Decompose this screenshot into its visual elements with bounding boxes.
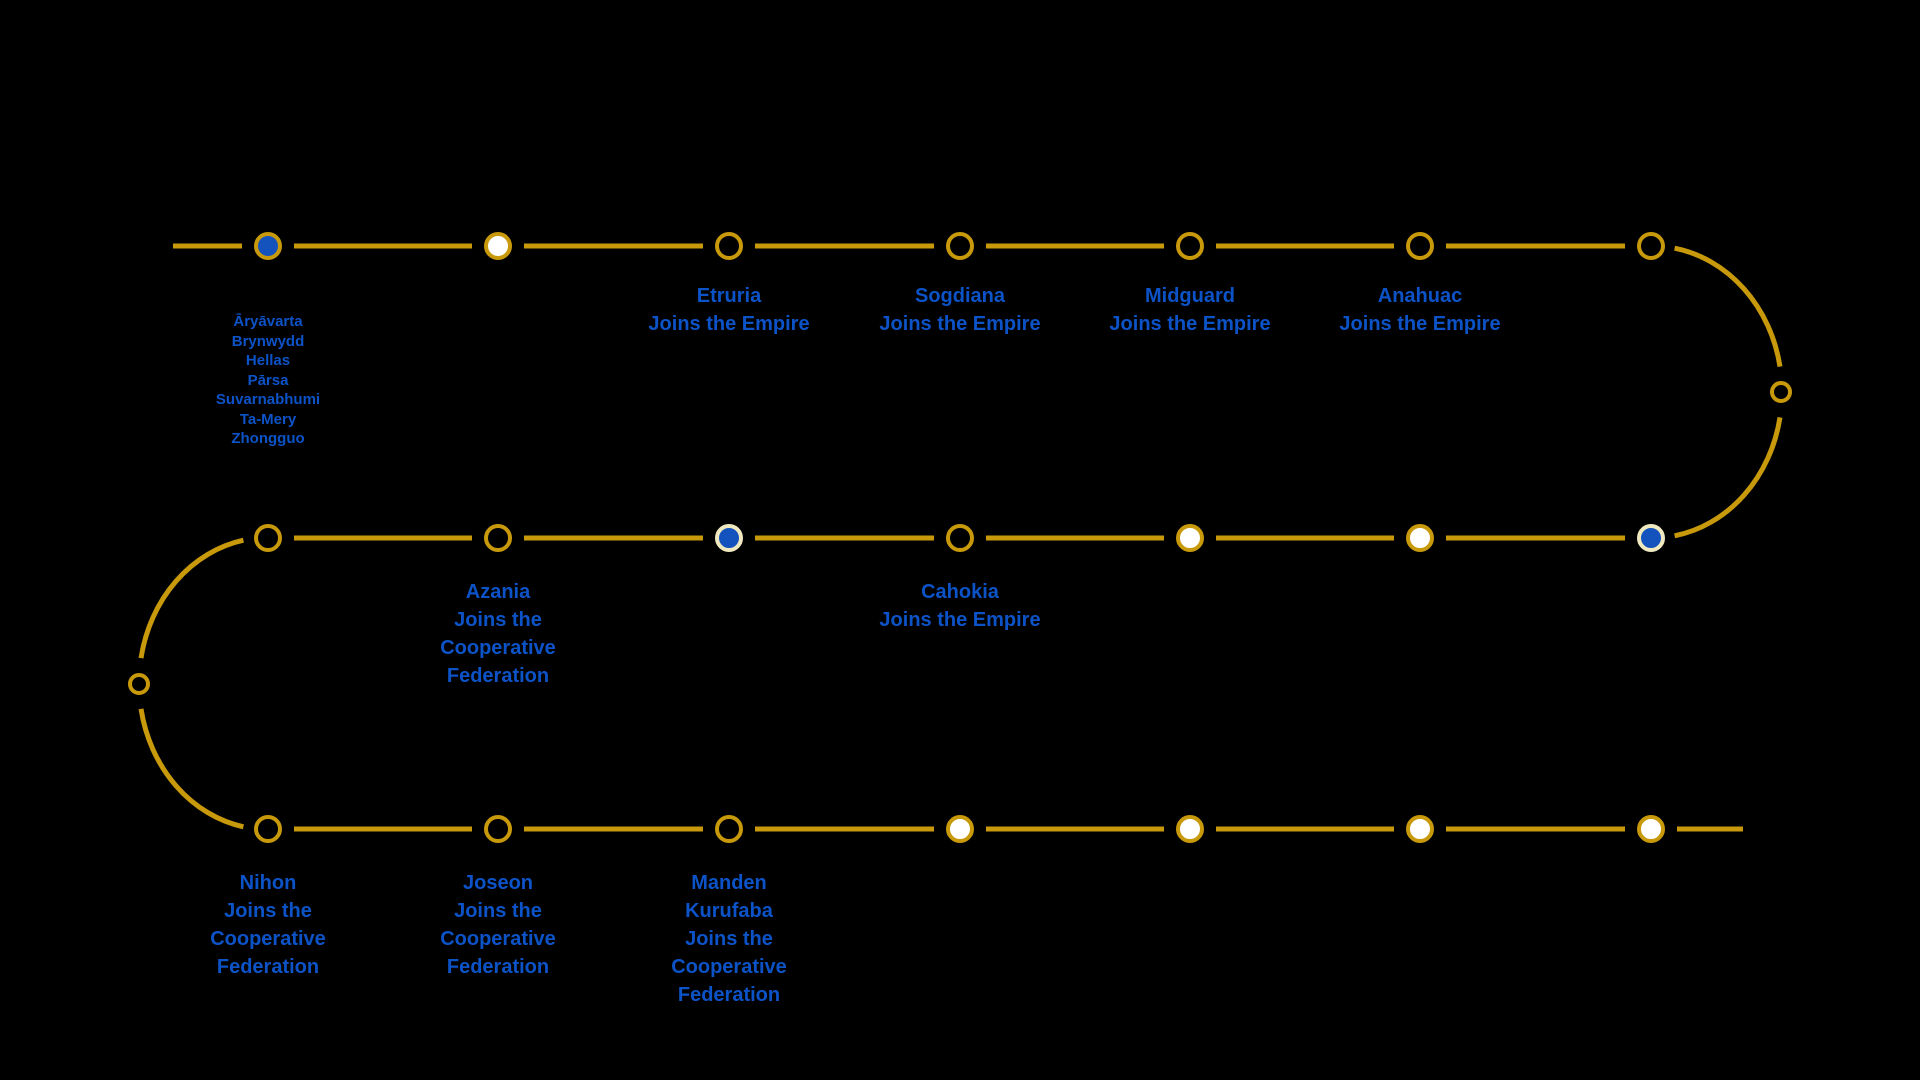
node-r3-c5[interactable] <box>1176 815 1204 843</box>
node-r2-c4-cahokia[interactable] <box>946 524 974 552</box>
node-r2-c2-azania[interactable] <box>484 524 512 552</box>
node-r1-c2[interactable] <box>484 232 512 260</box>
event-label-midguard: Midguard Joins the Empire <box>1109 285 1271 335</box>
node-r1-c3-etruria[interactable] <box>715 232 743 260</box>
node-r3-c6[interactable] <box>1406 815 1434 843</box>
event-label-joseon: Joseon Joins the Cooperative Federation <box>440 872 556 978</box>
node-r2-c1[interactable] <box>254 524 282 552</box>
event-label-azania: Azania Joins the Cooperative Federation <box>440 581 556 687</box>
node-r2-c3[interactable] <box>715 524 743 552</box>
node-r2-c5[interactable] <box>1176 524 1204 552</box>
node-r3-c1-nihon[interactable] <box>254 815 282 843</box>
event-label-cahokia: Cahokia Joins the Empire <box>879 581 1041 631</box>
node-r1-c1-eras[interactable] <box>254 232 282 260</box>
event-label-manden: Manden Kurufaba Joins the Cooperative Fe… <box>671 872 787 1006</box>
timeline-left-curve <box>138 537 244 830</box>
node-r2-c7[interactable] <box>1637 524 1665 552</box>
node-r2-c6[interactable] <box>1406 524 1434 552</box>
node-r1-c4-sogdiana[interactable] <box>946 232 974 260</box>
node-r3-c3-manden[interactable] <box>715 815 743 843</box>
node-r3-c4[interactable] <box>946 815 974 843</box>
node-r3-c2-joseon[interactable] <box>484 815 512 843</box>
node-r1-c6-anahuac[interactable] <box>1406 232 1434 260</box>
node-r1-c5-midguard[interactable] <box>1176 232 1204 260</box>
event-label-sogdiana: Sogdiana Joins the Empire <box>879 285 1041 335</box>
event-label-nihon: Nihon Joins the Cooperative Federation <box>210 872 326 978</box>
node-r1-c7[interactable] <box>1637 232 1665 260</box>
event-label-anahuac: Anahuac Joins the Empire <box>1339 285 1501 335</box>
timeline-right-curve <box>1674 245 1783 539</box>
node-left-curve[interactable] <box>128 673 150 695</box>
event-label-etruria: Etruria Joins the Empire <box>648 285 810 335</box>
node-r3-c7[interactable] <box>1637 815 1665 843</box>
event-label-era-list: Āryāvarta Brynwydd Hellas Pārsa Suvarnab… <box>215 313 321 447</box>
node-right-curve[interactable] <box>1770 381 1792 403</box>
